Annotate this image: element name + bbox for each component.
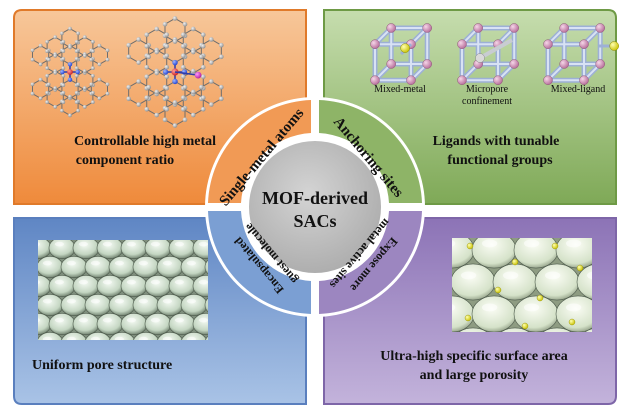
bottom-right-title-line2: and large porosity [420, 368, 529, 383]
cube-label-mixed-ligand: Mixed-ligand [551, 84, 605, 95]
cube-micropore-confinement [457, 23, 519, 85]
cube-mixed-ligand [543, 23, 619, 85]
ring-segment-blue [208, 211, 311, 314]
center-title-line1: MOF-derived [262, 188, 368, 208]
ring-segment-green [319, 100, 422, 203]
pore-structure-image [38, 240, 208, 340]
top-left-title-line2: component ratio [76, 153, 174, 168]
ring-segment-orange [208, 100, 311, 203]
center-circle [249, 141, 381, 273]
porosity-image [452, 238, 592, 332]
bottom-left-title: Uniform pore structure [32, 358, 172, 373]
top-right-title-line2: functional groups [447, 153, 553, 168]
bottom-right-title-line1: Ultra-high specific surface area [380, 349, 568, 364]
cube-label-micropore-line1: Micropore [466, 84, 509, 95]
ring-segment-purple [319, 211, 422, 314]
center-title-line2: SACs [293, 211, 336, 231]
cube-label-micropore-line2: confinement [462, 96, 512, 107]
porphyrin-small-molecule [30, 26, 110, 118]
porphyrin-large-molecule [126, 16, 224, 128]
cube-label-mixed-metal: Mixed-metal [374, 84, 426, 95]
top-left-title-line1: Controllable high metal [74, 134, 216, 149]
cube-mixed-metal [370, 23, 432, 85]
top-right-title-line1: Ligands with tunable [433, 134, 560, 149]
